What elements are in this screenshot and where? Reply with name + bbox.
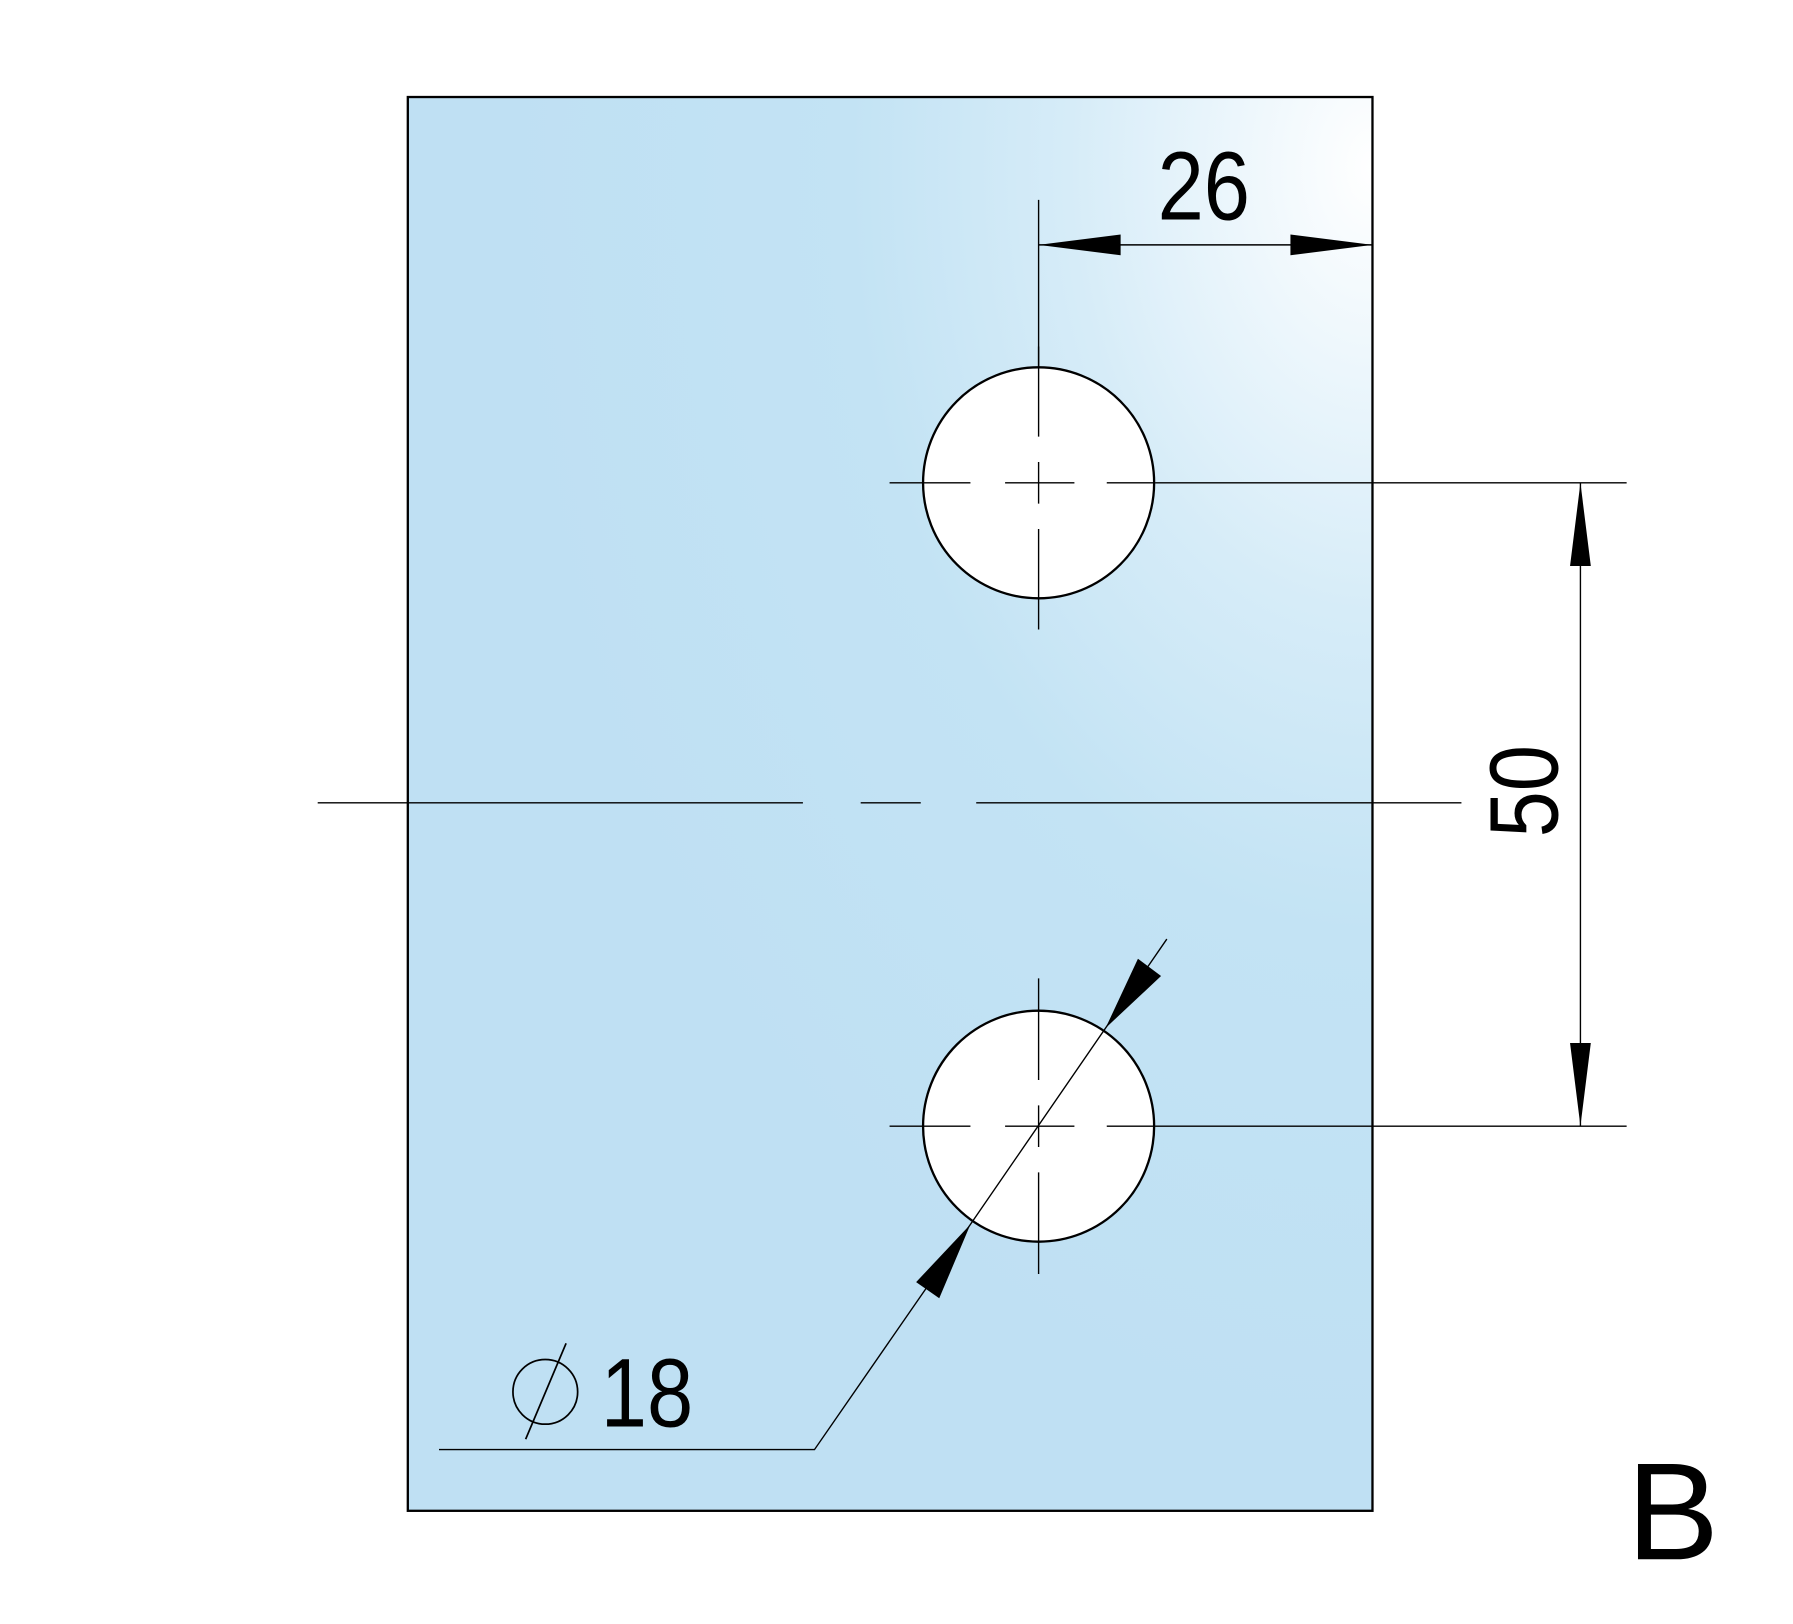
dimension-50: 50 bbox=[1469, 745, 1578, 837]
diameter-symbol-icon bbox=[512, 1342, 579, 1440]
dimension-18: 18 bbox=[601, 1338, 693, 1447]
view-label: B bbox=[1627, 1435, 1719, 1589]
arrowheads bbox=[916, 234, 1591, 1299]
center-lines bbox=[317, 346, 1462, 1275]
dimension-26: 26 bbox=[1158, 131, 1250, 240]
glass-panel bbox=[406, 95, 1374, 1512]
